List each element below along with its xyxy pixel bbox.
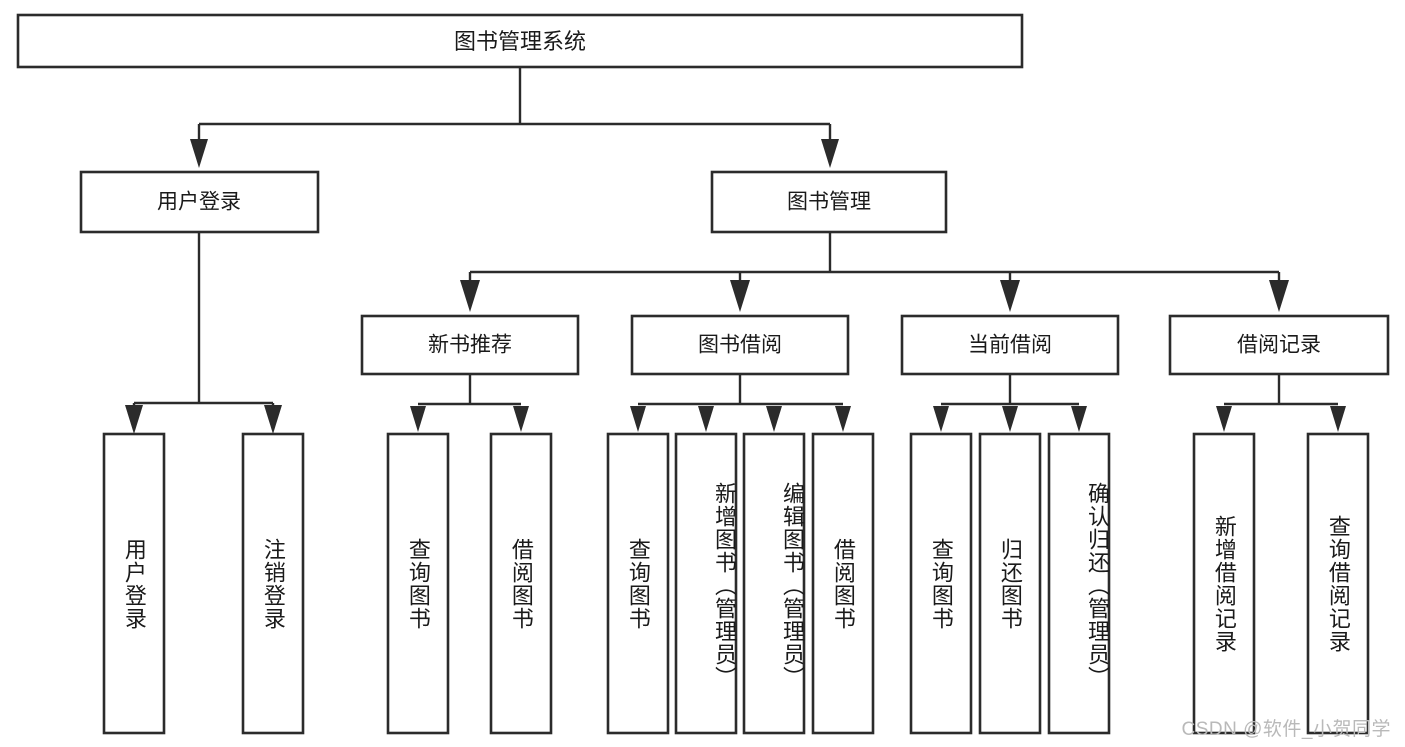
connector-group-new-book [410, 374, 529, 432]
leaf-box-current-borrow-1[interactable] [909, 432, 973, 735]
node-root-book-management-system[interactable] [16, 13, 1024, 69]
leaf-box-user-login-1[interactable] [102, 432, 166, 735]
arrow-new-book-leaf-1 [410, 406, 426, 432]
connector-group-book-borrow [630, 374, 851, 432]
label-book-borrow: 图书借阅 [698, 334, 782, 357]
label-current-borrow: 当前借阅 [968, 334, 1052, 357]
leaf-box-borrow-record-2[interactable] [1306, 432, 1370, 735]
arrow-user-login-leaf-1 [125, 405, 143, 434]
arrow-new-book-leaf-2 [513, 406, 529, 432]
connector-group-borrow-record [1216, 374, 1346, 432]
label-root: 图书管理系统 [454, 29, 586, 54]
node-borrow-record[interactable] [1168, 314, 1390, 376]
arrow-bm-to-borrow-record [1269, 280, 1289, 312]
arrow-borrow-record-leaf-1 [1216, 406, 1232, 432]
connector-group-user-login [125, 232, 282, 434]
arrow-bm-to-new-book [460, 280, 480, 312]
leaf-box-book-borrow-3[interactable] [742, 432, 806, 735]
arrow-book-borrow-leaf-2 [698, 406, 714, 432]
arrow-bm-to-book-borrow [730, 280, 750, 312]
arrow-book-borrow-leaf-3 [766, 406, 782, 432]
arrow-current-borrow-leaf-2 [1002, 406, 1018, 432]
node-current-borrow[interactable] [900, 314, 1120, 376]
node-book-management[interactable] [710, 170, 948, 234]
leaf-box-new-book-1[interactable] [386, 432, 450, 735]
arrow-root-to-book-manage [821, 139, 839, 168]
node-new-book-recommend[interactable] [360, 314, 580, 376]
arrow-book-borrow-leaf-4 [835, 406, 851, 432]
label-user-login: 用户登录 [157, 191, 241, 214]
label-borrow-record: 借阅记录 [1237, 334, 1321, 357]
arrow-root-to-user-login [190, 139, 208, 168]
arrow-user-login-leaf-2 [264, 405, 282, 434]
connector-group-current-borrow [933, 374, 1087, 432]
leaf-box-current-borrow-3[interactable] [1047, 432, 1111, 735]
label-book-management: 图书管理 [787, 191, 871, 214]
connector-group-root [190, 67, 839, 168]
label-new-book-recommend: 新书推荐 [428, 334, 512, 357]
connector-group-book-manage [460, 232, 1289, 312]
arrow-borrow-record-leaf-2 [1330, 406, 1346, 432]
leaf-box-book-borrow-4[interactable] [811, 432, 875, 735]
node-book-borrow[interactable] [630, 314, 850, 376]
leaf-box-book-borrow-1[interactable] [606, 432, 670, 735]
leaf-box-book-borrow-2[interactable] [674, 432, 738, 735]
arrow-book-borrow-leaf-1 [630, 406, 646, 432]
arrow-current-borrow-leaf-3 [1071, 406, 1087, 432]
leaf-box-user-login-2[interactable] [241, 432, 305, 735]
leaf-box-current-borrow-2[interactable] [978, 432, 1042, 735]
watermark-text: CSDN @软件_小贺同学 [1181, 719, 1391, 740]
node-user-login[interactable] [79, 170, 320, 234]
leaf-box-borrow-record-1[interactable] [1192, 432, 1256, 735]
arrow-current-borrow-leaf-1 [933, 406, 949, 432]
leaf-box-new-book-2[interactable] [489, 432, 553, 735]
arrow-bm-to-current-borrow [1000, 280, 1020, 312]
